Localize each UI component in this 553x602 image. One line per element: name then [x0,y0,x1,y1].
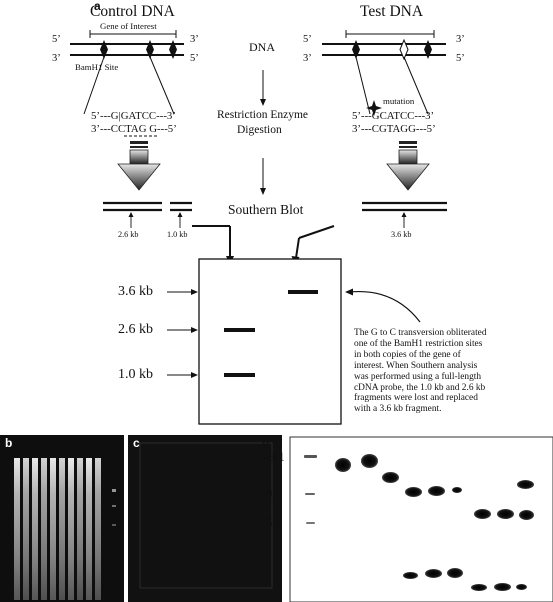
cut-site-dashes [124,135,158,137]
test-fragments [362,201,447,228]
gel-lane [95,458,101,600]
control-3prime-top: 3’ [190,34,199,45]
test-5prime-bottom: 5’ [456,53,465,64]
blot-band-10 [224,373,255,377]
blot-band [335,458,351,472]
blot-band [516,584,527,590]
figure-caption: The G to C transversion obliterated one … [354,328,504,415]
blot-band [517,480,534,489]
caption-line: in both copies of the gene of [354,349,461,360]
control-5prime-bottom: 5’ [190,53,199,64]
gel-lane [32,458,38,600]
panel-a-letter: a [94,0,101,13]
marker-23-label: 23.1 [262,449,285,464]
gel-lane [86,458,92,600]
blot-band [474,509,491,519]
caption-line: The G to C transversion obliterated [354,328,487,338]
center-dna-label: DNA [249,40,275,54]
control-dna-title: Control DNA [90,3,175,20]
blot-band [497,509,514,519]
blot-band [382,472,399,483]
test-3prime-top: 3’ [456,34,465,45]
blot-band [425,569,442,578]
restriction-enzyme-label: Restriction Enzyme [217,109,309,121]
southern-blot-label: Southern Blot [228,202,304,217]
blot-band [403,572,418,579]
gel-lane [14,458,20,600]
control-seq-bottom: 3’---CCTAG G---5’ [91,123,177,135]
blot-band [447,568,463,578]
gene-of-interest-label: Gene of Interest [100,21,157,31]
fragment-26-label: 2.6 kb [118,230,139,239]
caption-line: fragments were lost and replaced [354,393,478,404]
caption-pointer-arrow [345,288,421,323]
marker-66-label: 6.6 [266,515,283,530]
blot-band [519,510,534,520]
gel-lane [77,458,83,600]
blot-band [428,486,445,496]
blot-band [494,583,511,591]
blot-size-arrows [167,289,198,378]
control-fragments [103,201,192,228]
center-flow-arrows [260,70,266,195]
caption-line: one of the BamH1 restriction sites [354,338,483,349]
mutation-label: mutation [383,96,415,106]
marker-94-label: 9.4 [266,486,283,501]
panel-d-blot-image [289,436,553,602]
gel-lane [68,458,74,600]
blot-label-36: 3.6 kb [118,284,153,299]
bamh1-site-label: BamH1 Site [75,62,119,72]
control-seq-top: 5’---G|GATCC---3’ [91,110,176,122]
gel-lane [41,458,47,600]
blot-band [471,584,487,591]
gel-lane [50,458,56,600]
test-dna-strand [322,30,446,115]
blot-band [405,487,422,497]
southern-blot [198,258,342,425]
panel-d-letter: d [262,436,270,450]
test-3prime-bottom: 3’ [303,53,312,64]
test-down-arrow [386,141,430,191]
test-5prime-top: 5’ [303,34,312,45]
test-seq-bottom: 3’---CGTAGG---5’ [352,123,436,135]
mutation-star-icon [366,100,382,116]
control-3prime-bottom: 3’ [52,53,61,64]
control-5prime-top: 5’ [52,34,61,45]
blot-label-26: 2.6 kb [118,322,153,337]
panel-b-letter: b [5,436,13,450]
digestion-label: Digestion [237,124,282,136]
test-seq-top: 5’---GCATCC---3’ [352,110,435,122]
caption-line: interest. When Southern analysis [354,360,478,371]
test-dna-title: Test DNA [360,3,424,20]
blot-band-26 [224,328,255,332]
blot-connectors [192,225,335,265]
fragment-36-label: 3.6 kb [391,230,412,239]
panel-c-gel-image [128,435,282,602]
control-dna-strand [70,30,184,115]
blot-band-36 [288,290,318,294]
bamh1-site-marker [100,40,177,59]
test-bamh1-site-marker [352,38,432,61]
panel-c-letter: c [133,436,140,450]
caption-line: cDNA probe, the 1.0 kb and 2.6 kb [354,382,486,393]
panel-b-gel-image [0,435,124,602]
blot-band [361,454,378,468]
blot-band [452,487,462,493]
gel-lane [23,458,29,600]
fragment-10-label: 1.0 kb [167,230,188,239]
caption-line: was performed using a full-length [354,371,482,382]
blot-label-10: 1.0 kb [118,367,153,382]
control-down-arrow [117,141,161,191]
gel-lane [59,458,65,600]
caption-line: with a 3.6 kb fragment. [354,404,442,415]
